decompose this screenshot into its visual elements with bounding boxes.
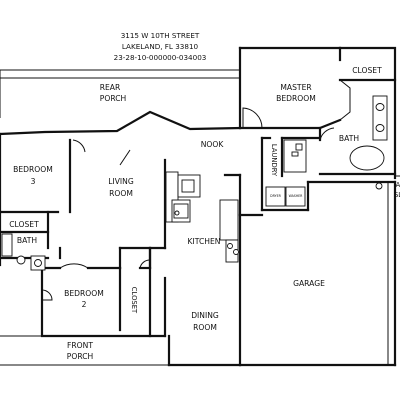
living-room-label-line2: ROOM <box>109 189 133 198</box>
rear-porch-label-line1: REAR <box>100 83 121 92</box>
address-line-2: LAKELAND, FL 33810 <box>122 42 199 51</box>
fixtures <box>1 95 388 271</box>
nook-label: NOOK <box>201 140 225 149</box>
living-room-label-line1: LIVING <box>108 177 134 186</box>
parcel-id: 23-28-10-000000-034003 <box>114 53 207 62</box>
master-closet-label: CLOSET <box>352 66 382 75</box>
door-swings <box>41 107 335 301</box>
hall-bath-label: BATH <box>17 236 37 245</box>
front-porch-label-line2: PORCH <box>67 352 93 361</box>
edge-note-line2: SL <box>394 191 400 199</box>
front-porch-label-line1: FRONT <box>67 341 93 350</box>
washer-label: WASHER <box>289 194 304 198</box>
address-line-1: 3115 W 10TH STREET <box>121 31 200 40</box>
kitchen-label: KITCHEN <box>188 237 221 246</box>
master-bedroom-label-line1: MASTER <box>280 83 312 92</box>
dryer-label: DRYER <box>270 194 281 198</box>
bedroom-3-label-line2: 3 <box>31 177 36 186</box>
bedroom-2-label-line1: BEDROOM <box>64 289 104 298</box>
edge-note-line1: A <box>396 181 400 189</box>
bedroom-2-closet-label: CLOSET <box>130 287 138 314</box>
master-bath-label: BATH <box>339 134 359 143</box>
laundry-label: LAUNDRY <box>270 144 278 177</box>
bedroom-3-label-line1: BEDROOM <box>13 165 53 174</box>
bedroom-2-label-line2: 2 <box>82 300 87 309</box>
master-bedroom-label-line2: BEDROOM <box>276 94 316 103</box>
dining-room-label-line1: DINING <box>191 311 219 320</box>
dining-room-label-line2: ROOM <box>193 323 217 332</box>
garage-label: GARAGE <box>293 279 325 288</box>
rear-porch-label-line2: PORCH <box>100 94 126 103</box>
bedroom-3-closet-label: CLOSET <box>9 220 39 229</box>
